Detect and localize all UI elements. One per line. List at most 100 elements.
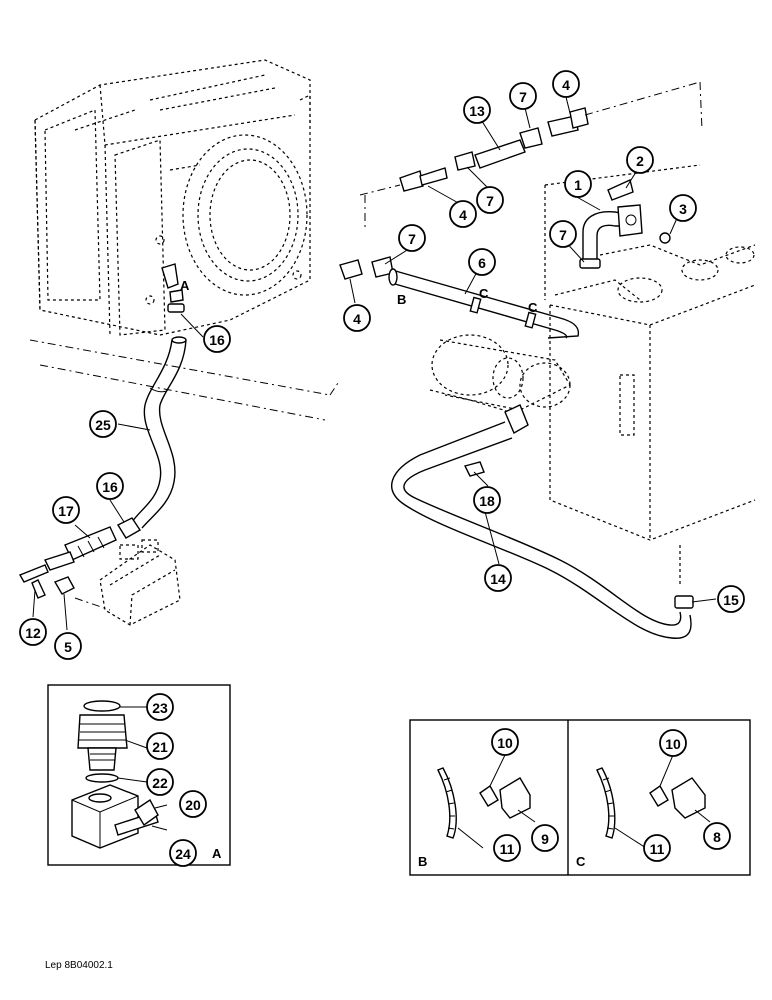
elbow-tube-1	[579, 179, 671, 269]
callout-8: 8	[703, 822, 731, 850]
valve-block	[74, 539, 181, 626]
callout-circle	[169, 839, 197, 867]
callout-number: 5	[64, 639, 72, 655]
callout-10: 10	[659, 729, 687, 757]
callout-7: 7	[398, 224, 426, 252]
callout-4: 4	[343, 304, 371, 332]
callout-number: 16	[102, 479, 118, 495]
inset-a	[47, 684, 231, 866]
callout-circle	[398, 224, 426, 252]
callout-circle	[52, 496, 80, 524]
callout-number: 7	[486, 193, 494, 209]
callout-circle	[659, 729, 687, 757]
callout-15: 15	[717, 585, 745, 613]
inset-b-c	[409, 719, 751, 876]
callout-1: 1	[564, 170, 592, 198]
callout-number: 23	[152, 700, 168, 716]
callout-number: 24	[175, 846, 191, 862]
label-b-hose: B	[397, 292, 406, 307]
callout-circle	[717, 585, 745, 613]
fittings-left	[18, 517, 141, 599]
label-a-top: A	[180, 278, 190, 293]
callout-number: 4	[353, 311, 361, 327]
callout-number: 3	[679, 201, 687, 217]
callout-24: 24	[169, 839, 197, 867]
callout-circle	[509, 82, 537, 110]
callout-13: 13	[463, 96, 491, 124]
callout-18: 18	[473, 486, 501, 514]
callout-number: 21	[152, 739, 168, 755]
callout-9: 9	[531, 824, 559, 852]
callout-number: 13	[469, 103, 485, 119]
callout-circle	[179, 790, 207, 818]
hose-14	[391, 404, 694, 639]
callout-7: 7	[509, 82, 537, 110]
callout-circle	[552, 70, 580, 98]
callout-circle	[343, 304, 371, 332]
callout-circle	[669, 194, 697, 222]
callout-circle	[96, 472, 124, 500]
radiator-assembly	[34, 59, 311, 336]
label-c-inset: C	[576, 854, 586, 869]
callout-circle	[493, 834, 521, 862]
callout-circle	[476, 186, 504, 214]
callout-number: 20	[185, 797, 201, 813]
callout-number: 7	[408, 231, 416, 247]
callout-circle	[626, 146, 654, 174]
label-a-inset: A	[212, 846, 222, 861]
hose-25	[131, 336, 187, 529]
callout-6: 6	[468, 248, 496, 276]
callout-7: 7	[549, 220, 577, 248]
callout-25: 25	[89, 410, 117, 438]
callout-23: 23	[146, 693, 174, 721]
callout-number: 12	[25, 625, 41, 641]
leader-lines	[32, 96, 717, 849]
hose-6	[339, 256, 580, 339]
callout-circle	[146, 693, 174, 721]
callout-number: 7	[519, 89, 527, 105]
callout-number: 4	[459, 207, 467, 223]
callout-2: 2	[626, 146, 654, 174]
pipe-group-top	[359, 81, 703, 228]
elbow-fitting-top	[161, 263, 185, 313]
callout-number: 14	[490, 571, 506, 587]
callout-22: 22	[146, 768, 174, 796]
callout-circle	[484, 564, 512, 592]
callout-circle	[531, 824, 559, 852]
callout-number: 17	[58, 503, 74, 519]
callout-number: 18	[479, 493, 495, 509]
callout-11: 11	[643, 834, 671, 862]
callout-circle	[473, 486, 501, 514]
callout-circle	[146, 768, 174, 796]
callout-16: 16	[96, 472, 124, 500]
callout-number: 4	[562, 77, 570, 93]
label-c-hose-2: C	[528, 300, 538, 315]
callout-number: 8	[713, 829, 721, 845]
callout-5: 5	[54, 632, 82, 660]
callout-number: 25	[95, 417, 111, 433]
callout-16: 16	[203, 325, 231, 353]
hydraulic-tank	[544, 164, 756, 585]
callout-14: 14	[484, 564, 512, 592]
callout-number: 1	[574, 177, 582, 193]
callout-7: 7	[476, 186, 504, 214]
callout-number: 10	[665, 736, 681, 752]
callout-circle	[491, 728, 519, 756]
callout-number: 15	[723, 592, 739, 608]
callout-circle	[146, 732, 174, 760]
callout-circle	[449, 200, 477, 228]
drawing-reference: Lep 8B04002.1	[45, 960, 113, 971]
callout-number: 11	[650, 841, 665, 857]
callout-circle	[203, 325, 231, 353]
callout-circle	[463, 96, 491, 124]
callout-number: 11	[500, 841, 515, 857]
callout-circle	[19, 618, 47, 646]
callout-3: 3	[669, 194, 697, 222]
callout-21: 21	[146, 732, 174, 760]
callout-12: 12	[19, 618, 47, 646]
callout-circle	[643, 834, 671, 862]
callout-circle	[468, 248, 496, 276]
callout-4: 4	[449, 200, 477, 228]
